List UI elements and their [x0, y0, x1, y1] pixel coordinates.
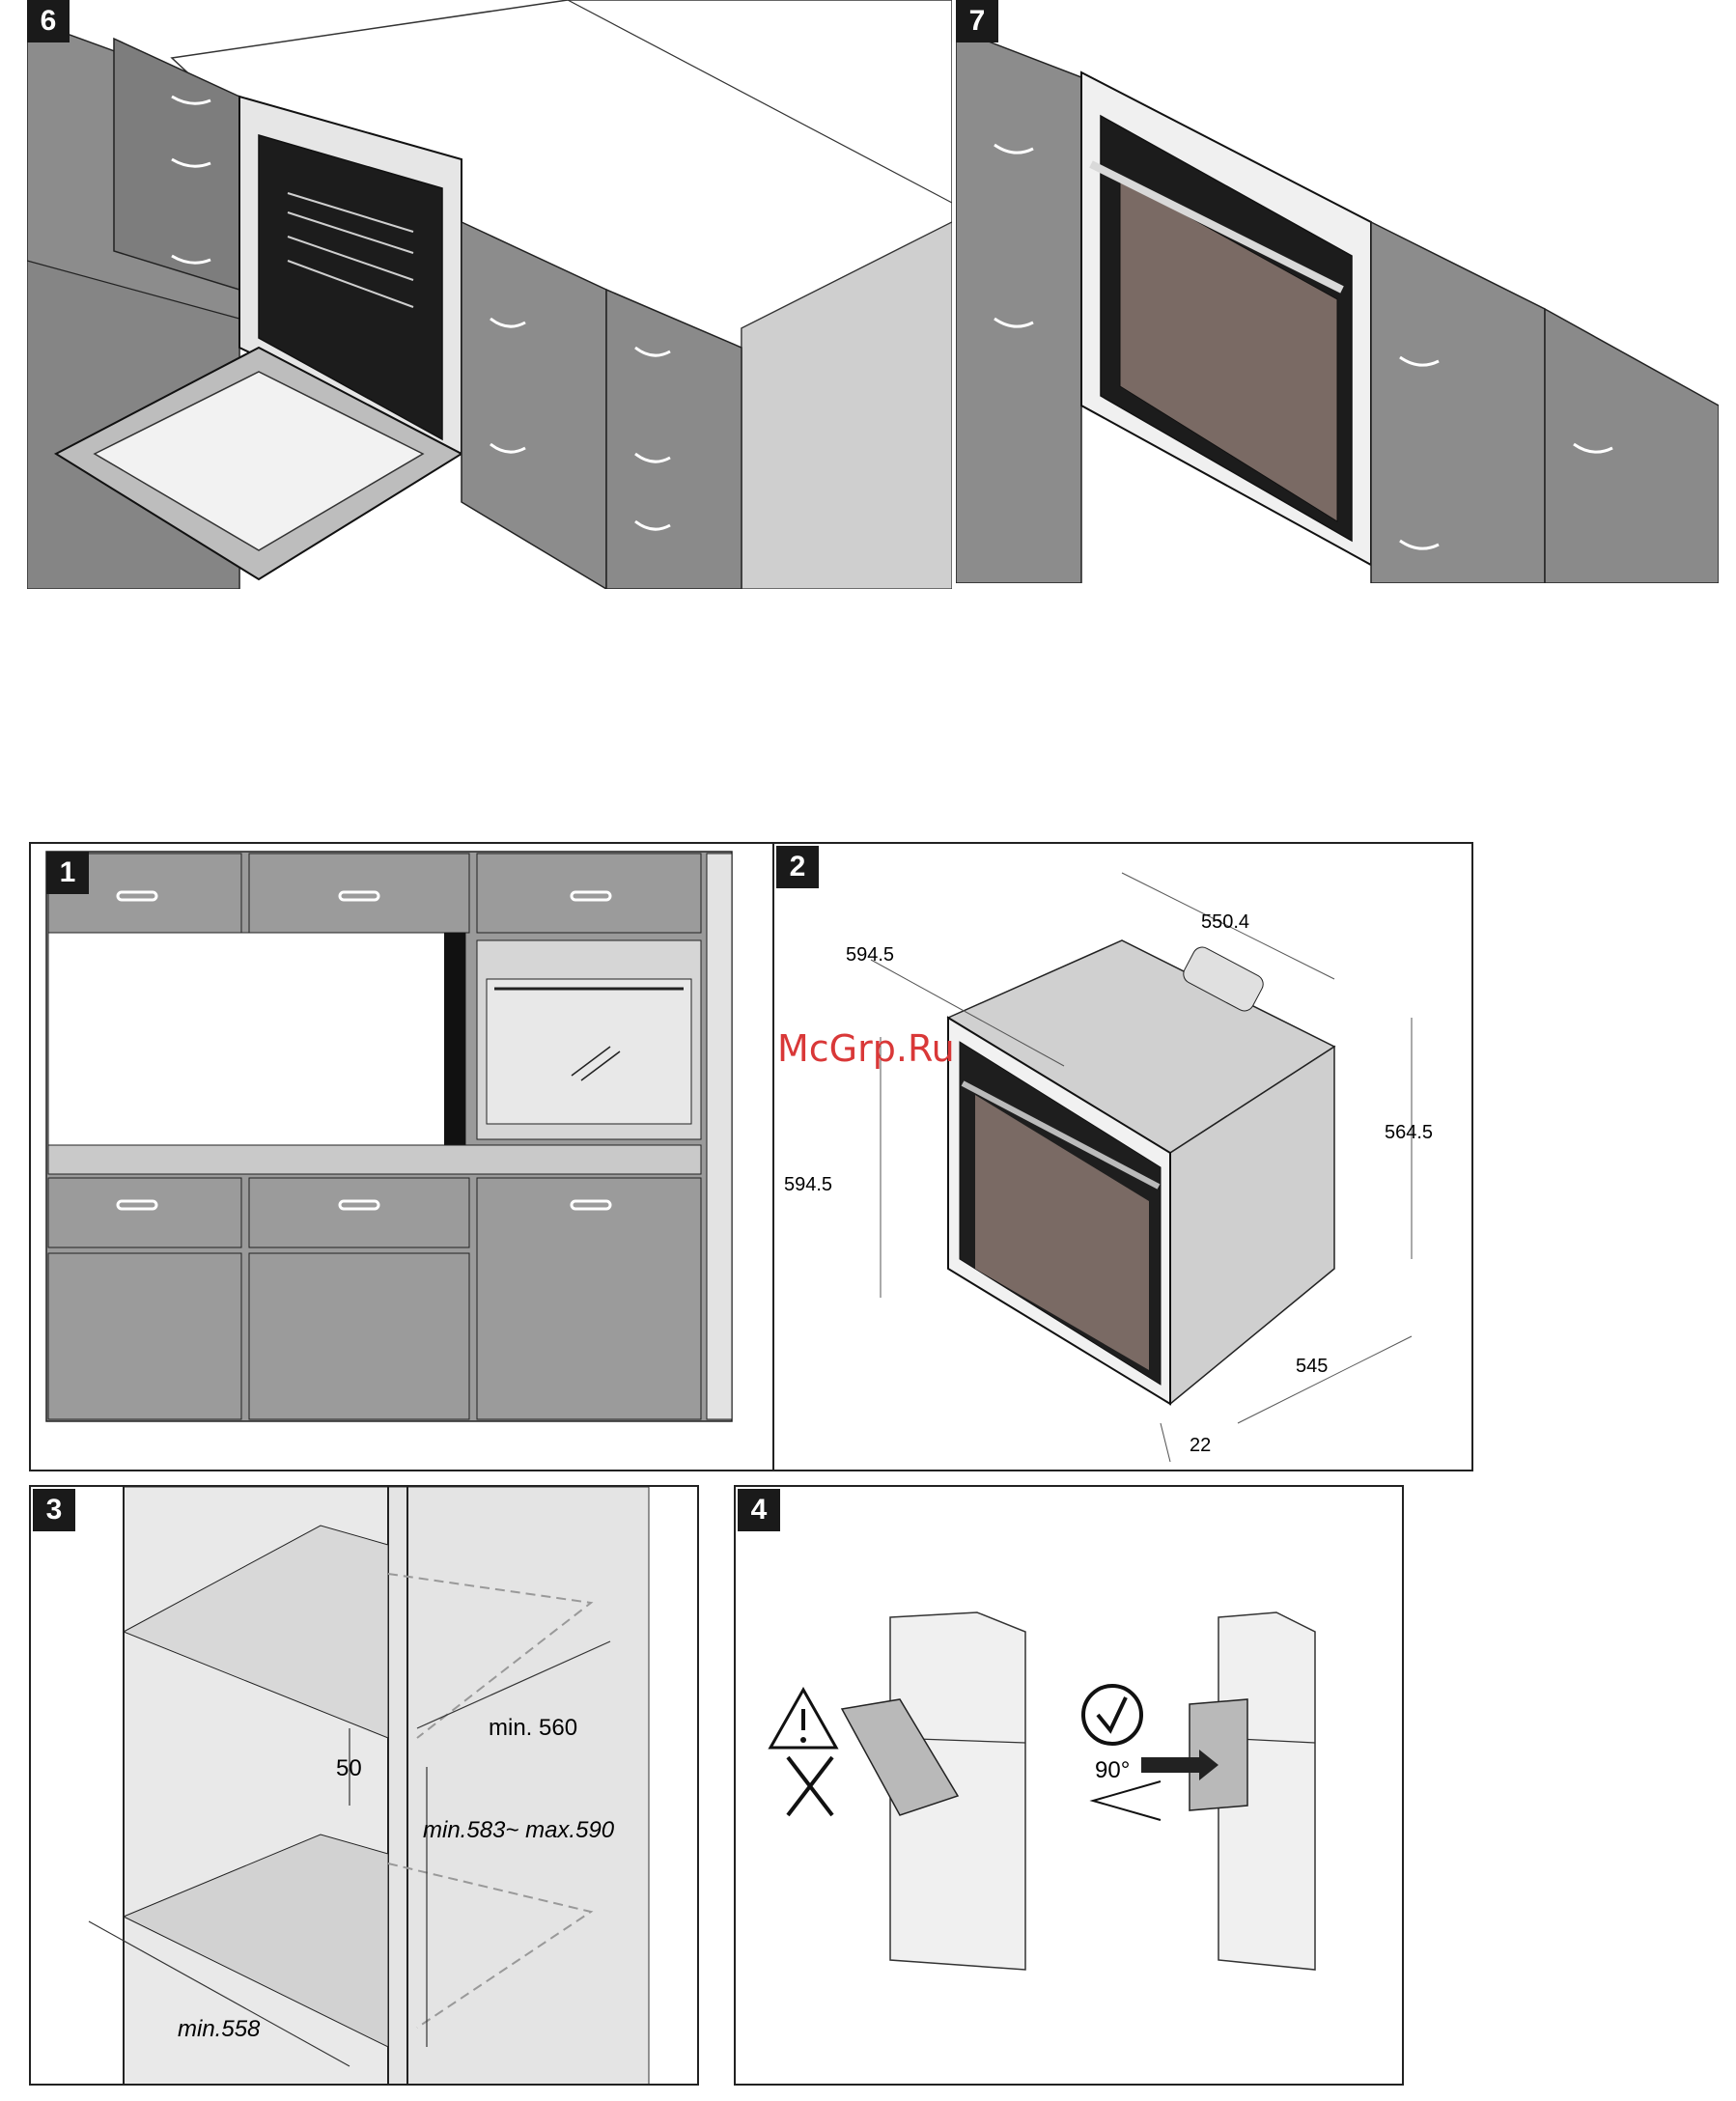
panel-6: 6	[27, 0, 952, 589]
dim-top-depth: 550.4	[1201, 911, 1249, 934]
step-badge-3: 3	[33, 1489, 75, 1531]
panel-2: 2 550.4 594.5 594.5 564.5 545 22	[772, 842, 1473, 1471]
panel-7-illustration	[956, 0, 1719, 583]
dim-side-height: 564.5	[1385, 1122, 1433, 1144]
dim-bottom-width-prefix: min.	[178, 2016, 221, 2042]
panel-3: 3 50 min. 560 min.583~ max.590 min.558	[29, 1485, 699, 2086]
dim-width-min-prefix: min.	[489, 1715, 532, 1741]
dim-height-range: min.583~ max.590	[423, 1817, 614, 1844]
step-badge-6: 6	[27, 0, 70, 42]
dim-width-min-label: min. 560	[489, 1715, 577, 1742]
panel-3-illustration	[31, 1487, 699, 2086]
dim-gap: 50	[336, 1755, 362, 1782]
panel-4: 4 90°	[734, 1485, 1404, 2086]
dim-front-width: 594.5	[846, 944, 894, 966]
panel-2-illustration	[774, 844, 1473, 1471]
dim-height-max: 590	[575, 1817, 614, 1843]
dim-bottom-width: min.558	[178, 2016, 260, 2043]
panel-1-illustration	[31, 844, 774, 1471]
panel-6-illustration	[27, 0, 952, 589]
panel-4-illustration	[736, 1487, 1404, 2086]
step-badge-1: 1	[46, 852, 89, 894]
step-badge-2: 2	[776, 846, 819, 888]
dim-height-range-prefix: min.	[423, 1817, 466, 1843]
step-badge-4: 4	[738, 1489, 780, 1531]
watermark: McGrp.Ru	[777, 1027, 955, 1070]
panel-1: 1	[29, 842, 774, 1471]
angle-label: 90°	[1095, 1757, 1130, 1784]
dim-height-sep: ~ max.	[505, 1817, 575, 1843]
dim-front-height: 594.5	[784, 1174, 832, 1196]
dim-depth: 545	[1296, 1356, 1328, 1378]
dim-front-offset: 22	[1190, 1435, 1211, 1457]
dim-width-min-value: 560	[539, 1715, 577, 1741]
dim-height-min: 583	[466, 1817, 505, 1843]
step-badge-7: 7	[956, 0, 998, 42]
dim-bottom-width-value: 558	[221, 2016, 260, 2042]
panel-7: 7	[956, 0, 1719, 583]
